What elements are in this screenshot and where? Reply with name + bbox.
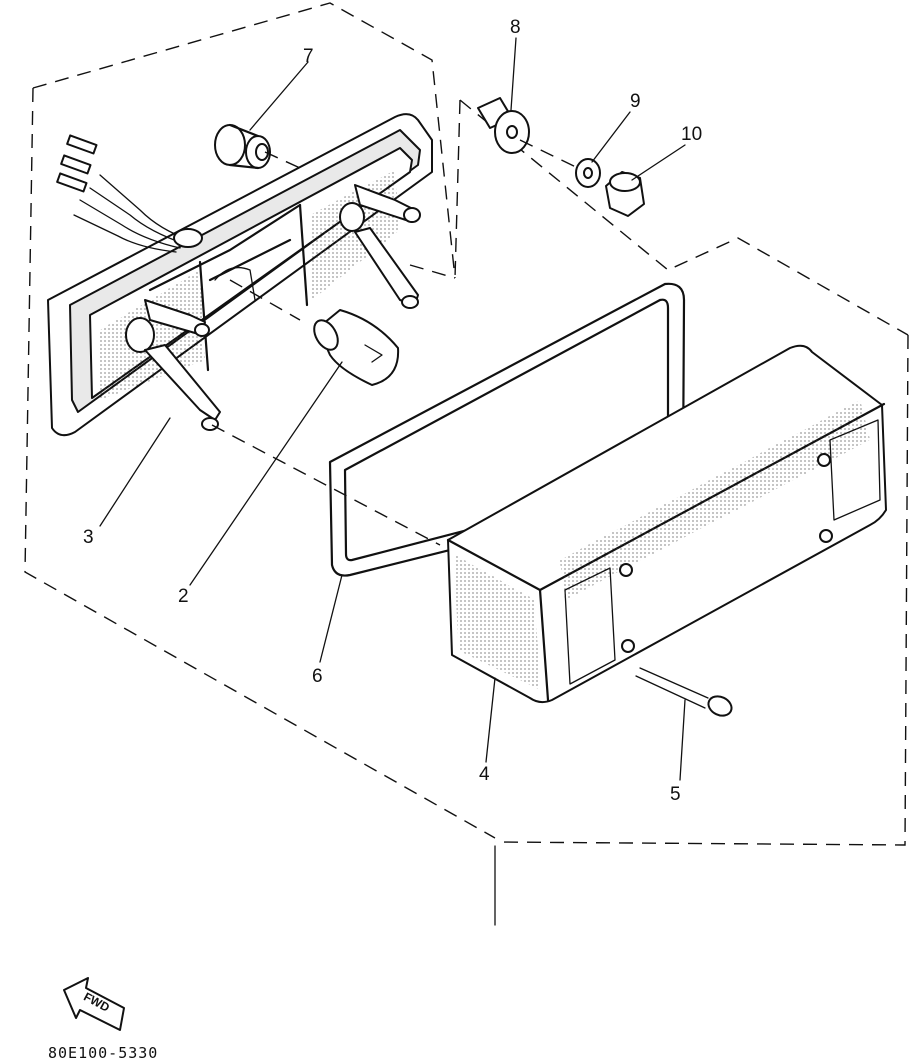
callout-5: 5 [670,784,681,805]
callout-3: 3 [83,527,94,548]
callout-9: 9 [630,91,641,112]
lens [446,344,887,704]
callout-4: 4 [479,764,490,785]
callout-labels: 7 8 9 10 3 2 6 4 5 [83,17,702,805]
callout-2: 2 [178,586,189,607]
callout-7: 7 [303,46,314,67]
fwd-direction-arrow: FWD [63,977,125,1031]
callout-10: 10 [681,124,702,145]
assembly-group-boundary [24,2,909,926]
collar [477,97,530,154]
leader-lines [99,37,686,781]
grommet [214,123,271,170]
assembly-axes [211,139,579,546]
callout-8: 8 [510,17,521,38]
callout-6: 6 [312,666,323,687]
tail-light-base [47,113,433,437]
bulb [313,309,400,386]
washer [575,158,601,188]
drawing-code: 80E100-5330 [48,1044,158,1061]
screw [635,667,733,717]
nut [605,171,645,217]
